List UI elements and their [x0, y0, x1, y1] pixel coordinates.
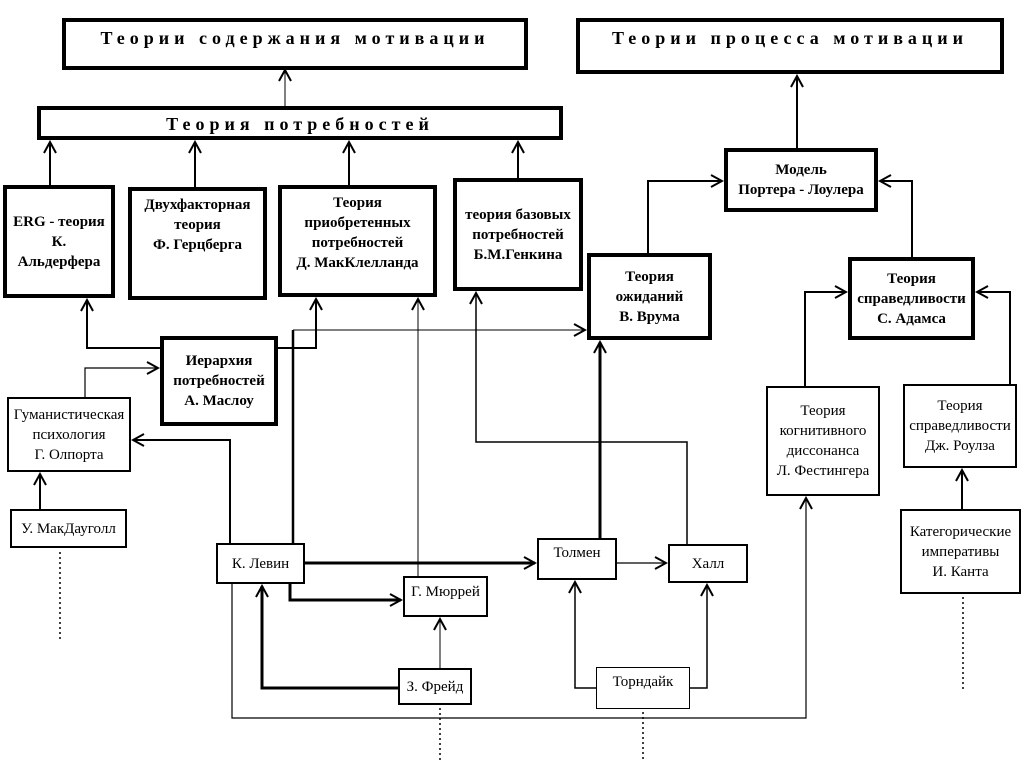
- box-text-line: Б.М.Генкина: [473, 246, 563, 263]
- maslow-hierarchy-box: Иерархия потребностей А. Маслоу: [160, 336, 278, 426]
- box-text-line: потребностей: [173, 373, 265, 389]
- festinger-box: Теория когнитивного диссонанса Л. Фестингер…: [766, 386, 880, 496]
- box-text-line: справедливости: [909, 418, 1011, 434]
- content-theories-title: Теории содержания мотивации: [62, 18, 528, 70]
- hull-box: Халл: [668, 544, 748, 583]
- box-text-line: Теория: [937, 398, 983, 414]
- box-text-line: приобретенных: [304, 215, 411, 231]
- content-theories-label: Теории содержания мотивации: [100, 28, 490, 48]
- box-text-line: теория: [174, 217, 221, 233]
- box-text-line: Теория: [887, 270, 936, 287]
- herzberg-theory-box: Двухфакторная теория Ф. Герцберга: [128, 187, 267, 300]
- box-text-line: К.: [51, 233, 67, 250]
- arrow-adams-to-porter: [880, 181, 913, 257]
- box-text-line: Г. Олпорта: [34, 446, 104, 463]
- freud-box: З. Фрейд: [398, 668, 472, 705]
- arrow-allport-to-maslow: [84, 368, 158, 397]
- vroom-theory-box: Теория ожиданий В. Врума: [587, 253, 712, 340]
- box-text-line: Двухфакторная: [144, 197, 251, 213]
- box-text-line: Иерархия: [185, 353, 253, 369]
- arrow-hull-to-genkin: [476, 293, 688, 544]
- box-text-line: С. Адамса: [877, 310, 946, 327]
- box-text-line: А. Маслоу: [184, 393, 254, 409]
- box-text-line: Д. МакКлелланда: [296, 255, 419, 271]
- box-text-line: К. Левин: [231, 555, 290, 572]
- box-text-line: Портера - Лоулера: [738, 182, 864, 198]
- needs-theory-box: Теория потребностей: [37, 106, 563, 140]
- arrow-rawls-to-adams: [977, 292, 1011, 384]
- tolman-box: Толмен: [537, 538, 617, 580]
- lewin-box: К. Левин: [216, 543, 305, 584]
- arrow-freud-to-lewin: [262, 586, 398, 690]
- box-text-line: Торндайк: [612, 674, 674, 690]
- box-text-line: В. Врума: [619, 308, 680, 325]
- box-text-line: У. МакДауголл: [21, 520, 116, 537]
- mcdougall-box: У. МакДауголл: [10, 509, 127, 548]
- process-theories-label: Теории процесса мотивации: [611, 28, 969, 48]
- box-text-line: Категорические: [909, 523, 1012, 540]
- murray-box: Г. Мюррей: [403, 576, 488, 617]
- arrow-festinger-to-adams: [804, 292, 846, 386]
- box-text-line: Г. Мюррей: [411, 584, 480, 600]
- needs-theory-label: Теория потребностей: [166, 114, 434, 134]
- allport-box: Гуманистическая психология Г. Олпорта: [7, 397, 131, 472]
- box-text-line: Альдерфера: [17, 253, 101, 270]
- box-text-line: И. Канта: [932, 563, 989, 580]
- box-text-line: потребностей: [311, 235, 404, 251]
- arrow-lewin-to-murray: [288, 584, 401, 600]
- arrow-maslow-to-mcclelland: [278, 299, 316, 349]
- arrow-lewin-to-allport: [133, 440, 231, 543]
- box-text-line: Л. Фестингера: [776, 463, 870, 479]
- mcclelland-theory-box: Теория приобретенных потребностей Д. МакКле…: [278, 185, 437, 297]
- box-text-line: потребностей: [472, 226, 564, 243]
- box-text-line: Халл: [691, 555, 725, 572]
- process-theories-title: Теории процесса мотивации: [576, 18, 1004, 74]
- box-text-line: императивы: [921, 543, 1000, 560]
- box-text-line: Теория: [625, 268, 674, 285]
- box-text-line: Теория: [800, 403, 846, 419]
- box-text-line: Толмен: [553, 545, 601, 561]
- box-text-line: Модель: [775, 162, 827, 178]
- box-text-line: теория базовых: [465, 206, 571, 223]
- box-text-line: психология: [32, 426, 106, 443]
- arrow-lewin-to-festinger: [231, 498, 806, 719]
- arrow-thorndike-to-hull: [690, 585, 707, 689]
- box-text-line: Гуманистическая: [13, 406, 125, 423]
- box-text-line: ERG - теория: [13, 213, 105, 230]
- box-text-line: ожиданий: [615, 288, 684, 305]
- box-text-line: З. Фрейд: [406, 678, 464, 695]
- arrow-vroom-to-porter: [647, 181, 722, 253]
- adams-theory-box: Теория справедливости С. Адамса: [848, 257, 975, 340]
- arrow-thorndike-to-tolman: [575, 582, 596, 689]
- box-text-line: Дж. Роулза: [925, 438, 995, 454]
- box-text-line: диссонанса: [786, 443, 860, 459]
- kant-box: Категорические императивы И. Канта: [900, 509, 1021, 594]
- box-text-line: когнитивного: [779, 423, 867, 439]
- arrow-maslow-to-erg: [87, 300, 160, 349]
- thorndike-box: Торндайк: [596, 667, 690, 709]
- box-text-line: Ф. Герцберга: [152, 237, 243, 253]
- box-text-line: Теория: [333, 195, 382, 211]
- box-text-line: справедливости: [857, 290, 966, 307]
